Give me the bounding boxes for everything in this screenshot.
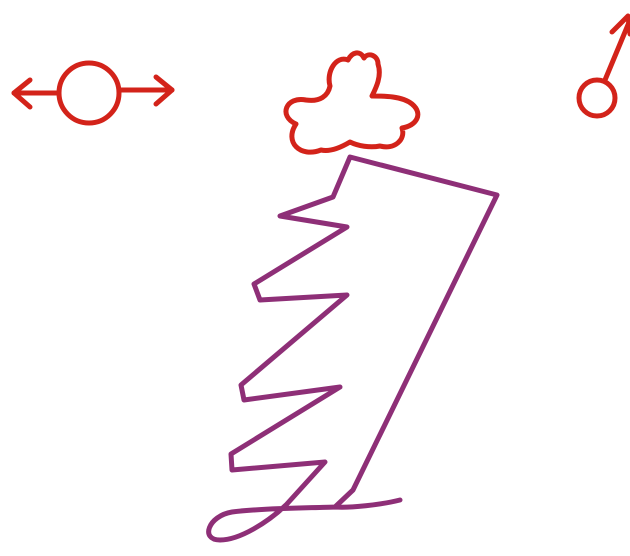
double-headed-arrow-circle-icon <box>14 63 172 123</box>
zigzag-path-icon <box>209 157 497 540</box>
cloud-icon <box>286 53 418 152</box>
male-symbol-icon <box>579 16 630 116</box>
